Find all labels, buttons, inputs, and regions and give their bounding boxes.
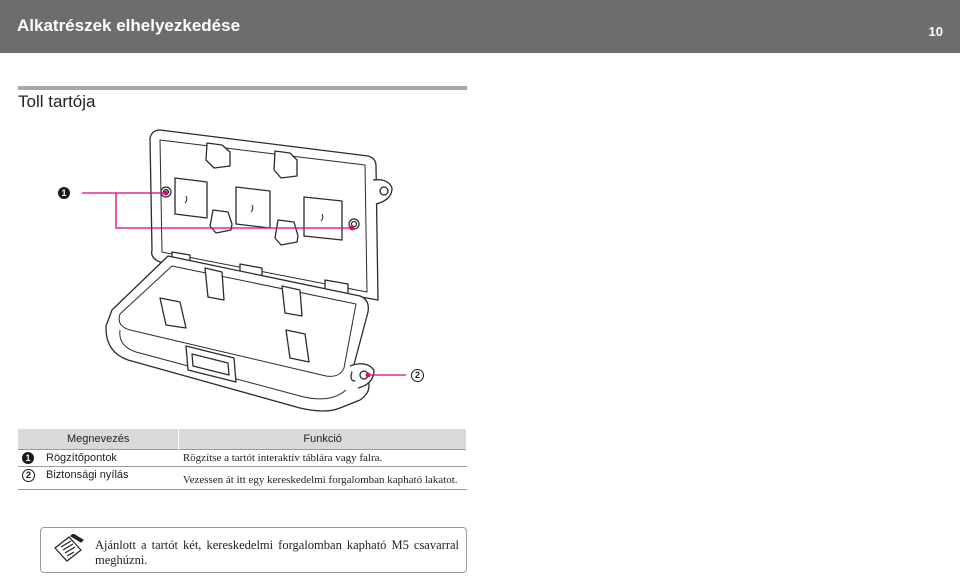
section-title: Toll tartója [18,92,96,111]
row-number-badge: 1 [22,452,34,464]
parts-table: Megnevezés Funkció 1 Rögzítőpontok Rögzí… [18,429,467,490]
note-box: Ajánlott a tartót két, kereskedelmi forg… [40,527,467,573]
section-rule [18,86,467,90]
column-header-function: Funkció [178,429,467,450]
page-header: Alkatrészek elhelyezkedése 10 [0,0,960,53]
row-number-badge: 2 [22,469,35,482]
callout-2: 2 [411,369,424,382]
note-text: Ajánlott a tartót két, kereskedelmi forg… [95,538,459,567]
column-header-name: Megnevezés [18,429,180,450]
note-pencil-icon [54,534,84,562]
part-function: Rögzítse a tartót interaktív táblára vag… [178,449,467,467]
pen-holder-illustration [82,129,406,412]
part-function: Vezessen át itt egy kereskedelmi forgalo… [178,466,467,490]
table-row: 2 Biztonsági nyílás Vezessen át itt egy … [18,466,467,490]
page-number: 10 [928,24,943,39]
part-name: Biztonsági nyílás [42,466,179,490]
part-name: Rögzítőpontok [42,449,179,467]
chapter-title: Alkatrészek elhelyezkedése [17,16,241,35]
table-row: 1 Rögzítőpontok Rögzítse a tartót intera… [18,449,467,467]
callout-1: 1 [58,187,70,199]
